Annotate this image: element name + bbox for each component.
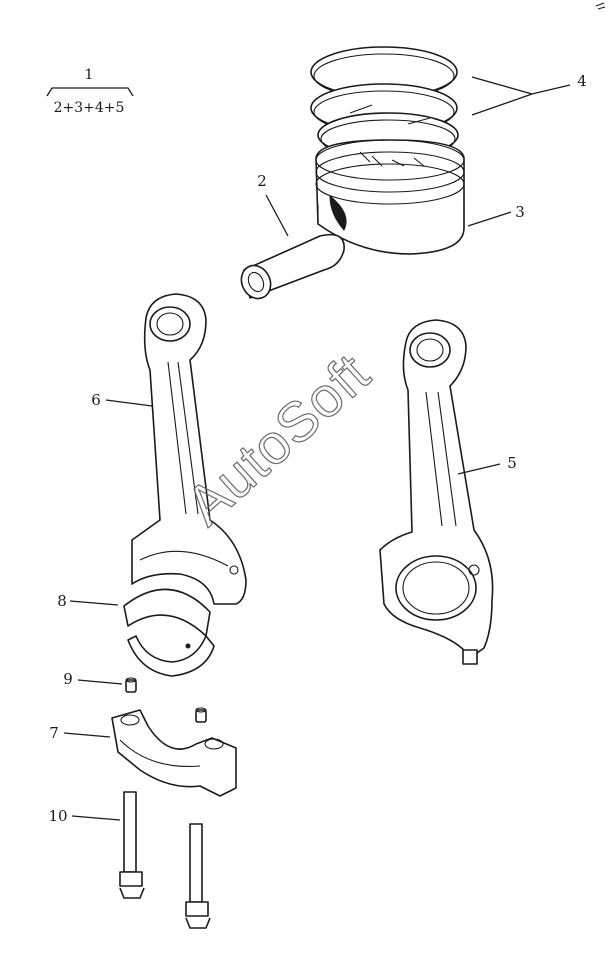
leader-lines — [63, 76, 571, 821]
callout-10: 10 — [48, 807, 67, 825]
piston — [315, 139, 465, 255]
callout-labels: 2 3 4 5 6 7 8 9 10 — [48, 72, 586, 825]
piston-pin — [240, 233, 345, 300]
callout-6: 6 — [91, 391, 101, 409]
assembly-bracket — [46, 87, 134, 97]
dowel-pins — [125, 677, 207, 723]
connecting-rod-right — [379, 319, 494, 665]
connecting-rod-left — [131, 293, 247, 605]
callout-3: 3 — [515, 203, 525, 221]
callout-2: 2 — [257, 172, 267, 190]
assembly-number: 1 — [85, 67, 94, 83]
rod-bolts — [119, 791, 211, 929]
bearing-shells — [123, 588, 215, 677]
assembly-label: 1 2+3+4+5 — [46, 67, 134, 116]
callout-7: 7 — [49, 724, 59, 742]
callout-4: 4 — [577, 72, 587, 90]
watermark: AutoSoft — [174, 341, 382, 537]
assembly-components: 2+3+4+5 — [54, 100, 125, 116]
callout-9: 9 — [63, 670, 73, 688]
callout-8: 8 — [57, 592, 67, 610]
rod-cap — [111, 709, 237, 797]
callout-5: 5 — [507, 454, 517, 472]
corner-mark — [595, 2, 606, 10]
